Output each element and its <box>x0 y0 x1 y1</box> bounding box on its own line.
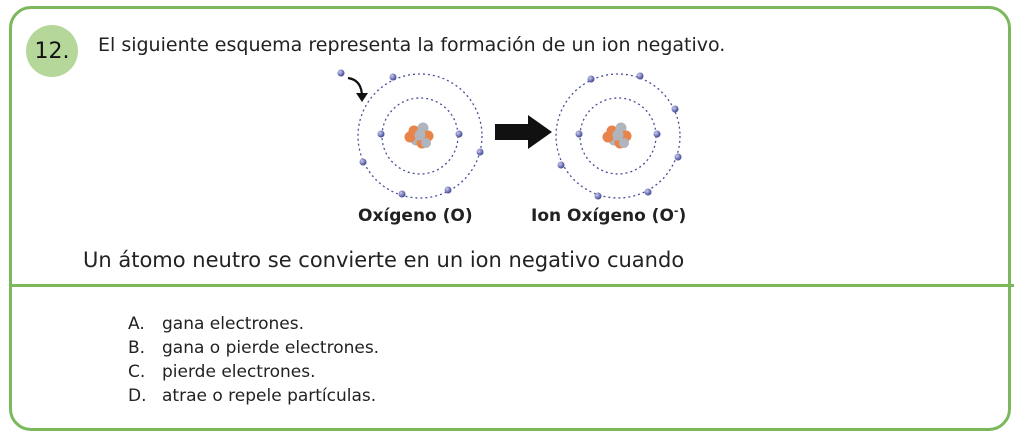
electron <box>389 73 397 81</box>
electron <box>575 130 583 138</box>
electron <box>671 105 679 113</box>
option-b[interactable]: B. gana o pierde electrones. <box>128 336 379 360</box>
electron <box>557 161 565 169</box>
outer-orbit <box>357 73 483 199</box>
electron <box>587 75 595 83</box>
electron <box>444 186 452 194</box>
section-divider <box>9 284 1014 287</box>
option-text: pierde electrones. <box>162 362 316 382</box>
oxygen-ion-atom <box>555 72 682 200</box>
option-c[interactable]: C. pierde electrones. <box>128 360 379 384</box>
oxygen-ion-label: Ion Oxígeno (O-) <box>531 204 687 226</box>
electron <box>594 192 602 200</box>
question-number-badge: 12. <box>26 25 78 77</box>
electron <box>653 130 661 138</box>
right-arrow-icon <box>495 115 552 149</box>
electron <box>359 158 367 166</box>
oxygen-atom <box>337 69 484 199</box>
answer-options: A. gana electrones. B. gana o pierde ele… <box>128 312 379 408</box>
option-text: atrae o repele partículas. <box>162 386 377 406</box>
option-letter: A. <box>128 314 145 334</box>
electron <box>377 130 385 138</box>
oxygen-ion-charge: - <box>673 204 679 218</box>
outer-orbit <box>555 73 681 199</box>
electron <box>674 153 682 161</box>
oxygen-ion-label-end: ) <box>678 206 687 226</box>
option-d[interactable]: D. atrae o repele partículas. <box>128 384 379 408</box>
ion-formation-diagram <box>337 69 682 200</box>
question-number: 12. <box>34 38 70 64</box>
curved-arrow-head-icon <box>356 93 368 102</box>
electron <box>455 130 463 138</box>
question-prompt: El siguiente esquema representa la forma… <box>98 34 726 56</box>
option-a[interactable]: A. gana electrones. <box>128 312 379 336</box>
oxygen-ion-label-main: Ion Oxígeno (O <box>531 206 674 226</box>
option-text: gana o pierde electrones. <box>162 338 380 358</box>
option-letter: C. <box>128 362 146 382</box>
electron <box>636 72 644 80</box>
electron <box>476 148 484 156</box>
option-text: gana electrones. <box>162 314 304 334</box>
electron <box>398 190 406 198</box>
option-letter: B. <box>128 338 146 358</box>
oxygen-label: Oxígeno (O) <box>358 206 473 226</box>
nucleus <box>602 122 632 149</box>
option-letter: D. <box>128 386 147 406</box>
question-card <box>9 6 1011 431</box>
incoming-electron <box>337 69 345 77</box>
question-stem: Un átomo neutro se convierte en un ion n… <box>83 248 685 272</box>
nucleus <box>404 122 434 149</box>
electron <box>644 188 652 196</box>
